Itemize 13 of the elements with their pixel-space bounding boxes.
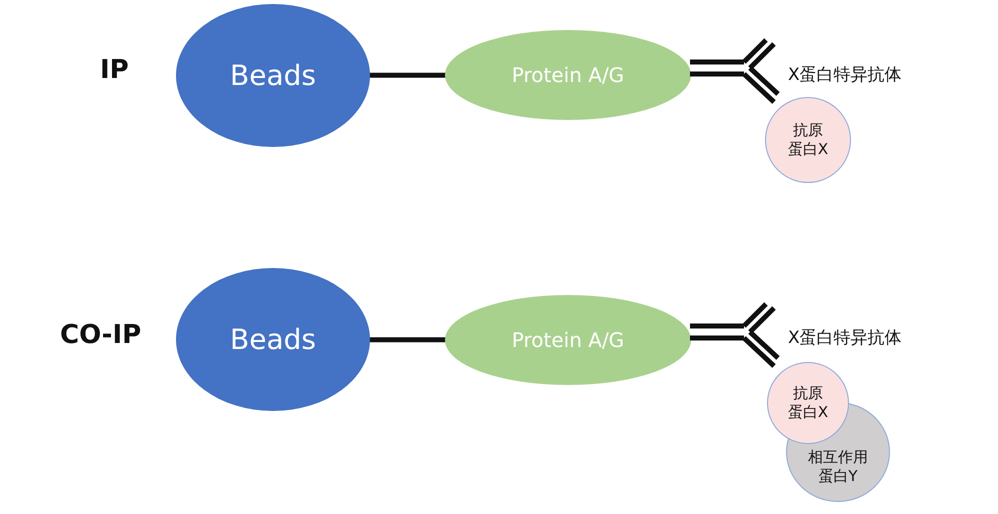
connector-line [369, 72, 446, 78]
partner-protein-label: 相互作用蛋白Y [807, 448, 869, 486]
row-label: IP [100, 55, 129, 85]
antigen-label: 抗原蛋白X [786, 384, 830, 422]
protein-label: Protein A/G [512, 328, 624, 352]
row-label: CO-IP [60, 320, 142, 350]
bead-label: Beads [230, 323, 316, 356]
antibody-label: X蛋白特异抗体 [788, 327, 902, 349]
bead-label: Beads [230, 59, 316, 92]
antigen-label: 抗原蛋白X [786, 120, 830, 160]
antibody-label: X蛋白特异抗体 [788, 64, 902, 86]
protein-label: Protein A/G [512, 63, 624, 87]
connector-line [369, 337, 446, 342]
